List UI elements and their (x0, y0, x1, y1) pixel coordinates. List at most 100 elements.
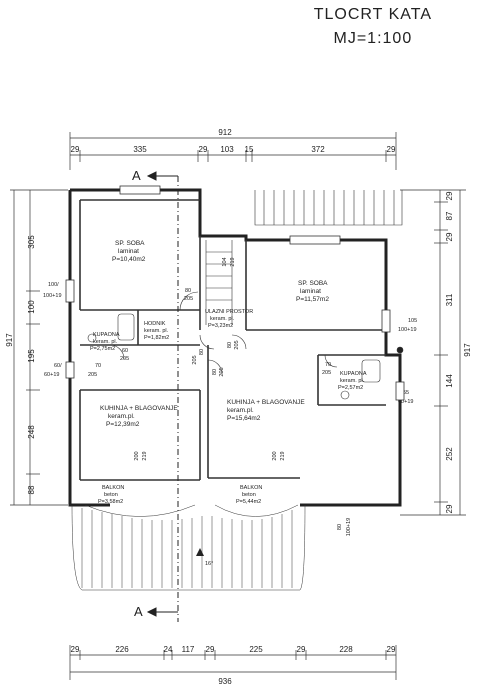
room-name: KUHINJA + BLAGOVANJE (227, 399, 305, 406)
right-dim-1: 87 (445, 211, 454, 220)
bottom-dim-8: 29 (387, 645, 396, 654)
bottom-dim-0: 29 (71, 645, 80, 654)
room-floor: keram. pl. (144, 328, 169, 334)
section-arrows (146, 171, 178, 617)
door-label-13: 205 (219, 367, 225, 376)
roof-arrow-icon (196, 548, 204, 556)
door-label-16: 200 (272, 451, 278, 460)
bottom-dimensions (69, 645, 397, 680)
room-name: KUPAONA (93, 332, 120, 338)
room-floor: beton (242, 492, 256, 498)
room-hodnik: HODNIK keram. pl. P=1,82m2 (144, 321, 169, 341)
room-floor: keram. pl. (93, 339, 118, 345)
door-label-3: 205 (88, 372, 97, 378)
windows (65, 185, 405, 401)
room-floor: keram.pl. (227, 407, 254, 414)
left-extra-1: 100+19 (43, 293, 62, 299)
room-name: HODNIK (144, 321, 166, 327)
left-extra-3: 60+19 (44, 372, 59, 378)
section-label-bottom: A (134, 604, 143, 619)
door-label-17: 219 (280, 451, 286, 460)
room-kupaona-1: KUPAONA keram. pl. P=2,75m2 (90, 332, 120, 352)
left-dim-0: 305 (27, 235, 36, 249)
room-name: SP. SOBA (298, 280, 328, 287)
top-dim-5: 372 (311, 145, 325, 154)
room-name: BALKON (240, 485, 262, 491)
room-area: P=12,39m2 (106, 421, 140, 428)
door-label-19: 219 (230, 257, 236, 266)
door-label-14: 200 (134, 451, 140, 460)
section-label-top: A (132, 168, 141, 183)
right-extra-4: 80 (337, 524, 343, 530)
bottom-dim-5: 225 (249, 645, 263, 654)
right-dim-6: 29 (445, 504, 454, 513)
left-extra-0: 100/ (48, 282, 59, 288)
right-extra-5: 100+19 (346, 518, 352, 537)
room-name: BALKON (102, 485, 124, 491)
door-swings (109, 291, 338, 375)
top-dimensions (69, 132, 397, 170)
room-area: P=2,75m2 (90, 346, 115, 352)
top-dim-1: 335 (133, 145, 147, 154)
right-dim-3: 311 (445, 293, 454, 306)
bottom-dim-1: 226 (115, 645, 129, 654)
door-label-12: 80 (212, 369, 218, 375)
room-floor: laminat (118, 248, 139, 255)
door-label-0: 80 (185, 288, 191, 294)
interior-walls (79, 199, 386, 481)
top-dim-6: 29 (387, 145, 396, 154)
room-area: P=5,44m2 (236, 499, 261, 505)
bottom-overall-dim: 936 (218, 677, 232, 686)
left-extra-2: 60/ (54, 363, 62, 369)
interior-stair (205, 240, 233, 325)
door-label-1: 205 (184, 296, 193, 302)
left-dim-4: 88 (27, 485, 36, 494)
door-label-7: 205 (192, 355, 198, 364)
top-dim-0: 29 (71, 145, 80, 154)
right-dim-4: 144 (445, 374, 454, 388)
room-name: KUHINJA + BLAGOVANJE (100, 405, 178, 412)
door-label-18: 104 (222, 257, 228, 266)
room-area: P=1,82m2 (144, 335, 169, 341)
room-floor: beton (104, 492, 118, 498)
top-dim-2: 29 (199, 145, 208, 154)
room-kuhinja-2: KUHINJA + BLAGOVANJE keram.pl. P=15,64m2 (227, 399, 305, 422)
door-label-15: 219 (142, 451, 148, 460)
left-dimensions (10, 189, 68, 506)
left-overall-dim: 917 (5, 333, 14, 347)
left-dim-1: 100 (27, 300, 36, 314)
right-dim-2: 29 (445, 232, 454, 241)
door-label-5: 205 (120, 356, 129, 362)
room-kuhinja-1: KUHINJA + BLAGOVANJE keram.pl. P=12,39m2 (100, 405, 178, 428)
room-area: P=15,64m2 (227, 415, 261, 422)
balcony-roof (71, 504, 306, 591)
right-extra-1: 100+19 (398, 327, 417, 333)
top-overall-dim: 912 (218, 128, 232, 137)
room-area: P=3,23m2 (208, 323, 233, 329)
door-label-9: 205 (322, 370, 331, 376)
room-balkon-2: BALKON beton P=5,44m2 (236, 485, 262, 505)
door-label-2: 70 (95, 363, 101, 369)
room-ulazni-prostor: ULAZNI PROSTOR keram. pl. P=3,23m2 (205, 309, 253, 329)
room-kupaona-2: KUPAONA keram. pl. P=2,57m2 (338, 371, 367, 391)
right-extra-2: 55 (403, 390, 409, 396)
bottom-dim-2: 24 (164, 645, 173, 654)
left-dim-3: 248 (27, 425, 36, 439)
room-sp-soba-2: SP. SOBA laminat P=11,57m2 (296, 280, 329, 303)
right-extra-3: 60+19 (398, 399, 413, 405)
bottom-dim-3: 117 (182, 645, 195, 654)
right-dimensions (400, 189, 466, 516)
room-floor: keram. pl. (210, 316, 235, 322)
room-name: KUPAONA (340, 371, 367, 377)
left-dim-2: 195 (27, 349, 36, 363)
door-label-4: 60 (122, 348, 128, 354)
room-floor: keram. pl. (340, 378, 365, 384)
door-label-11: 205 (234, 340, 240, 349)
room-area: P=11,57m2 (296, 296, 329, 303)
top-dim-3: 103 (220, 145, 234, 154)
external-stair (254, 190, 403, 226)
title-scale: MJ=1:100 (333, 30, 413, 47)
door-label-6: 80 (199, 349, 205, 355)
room-area: P=10,40m2 (112, 256, 146, 263)
